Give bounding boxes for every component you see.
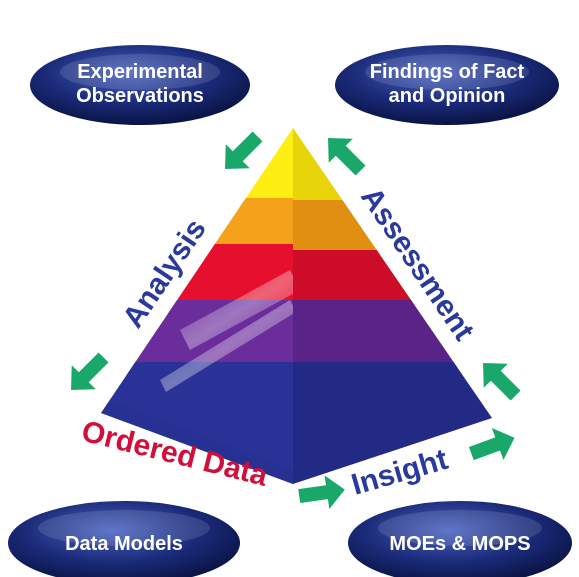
pyramid-layer-edges [101, 400, 293, 484]
pyramid-layer-yellow-right [293, 128, 492, 206]
node-findings-of-fact-line1: Findings of Fact [370, 61, 525, 83]
node-experimental-observations-line2: Observations [76, 85, 204, 107]
arrow-insight-right [468, 427, 515, 461]
node-findings-of-fact-line2: and Opinion [389, 85, 506, 107]
arrow-right-lower [483, 363, 521, 401]
arrow-left-lower [71, 352, 109, 390]
arrow-top-left [225, 131, 263, 169]
arrow-top-right [328, 138, 366, 176]
pyramid-layer-red-right [293, 250, 492, 308]
pyramid-right-face [293, 128, 492, 484]
node-experimental-observations-line1: Experimental [77, 61, 203, 83]
node-data-models-line1: Data Models [65, 533, 183, 555]
node-moes-mops: MOEs & MOPS [348, 501, 572, 577]
pyramid-layer-yellow-left [101, 128, 293, 210]
node-moes-mops-line1: MOEs & MOPS [389, 533, 530, 555]
node-findings-of-fact: Findings of Fact and Opinion [335, 45, 559, 125]
arrow-ordered-data [298, 475, 345, 509]
node-experimental-observations: Experimental Observations [30, 45, 250, 125]
node-data-models: Data Models [8, 501, 240, 577]
